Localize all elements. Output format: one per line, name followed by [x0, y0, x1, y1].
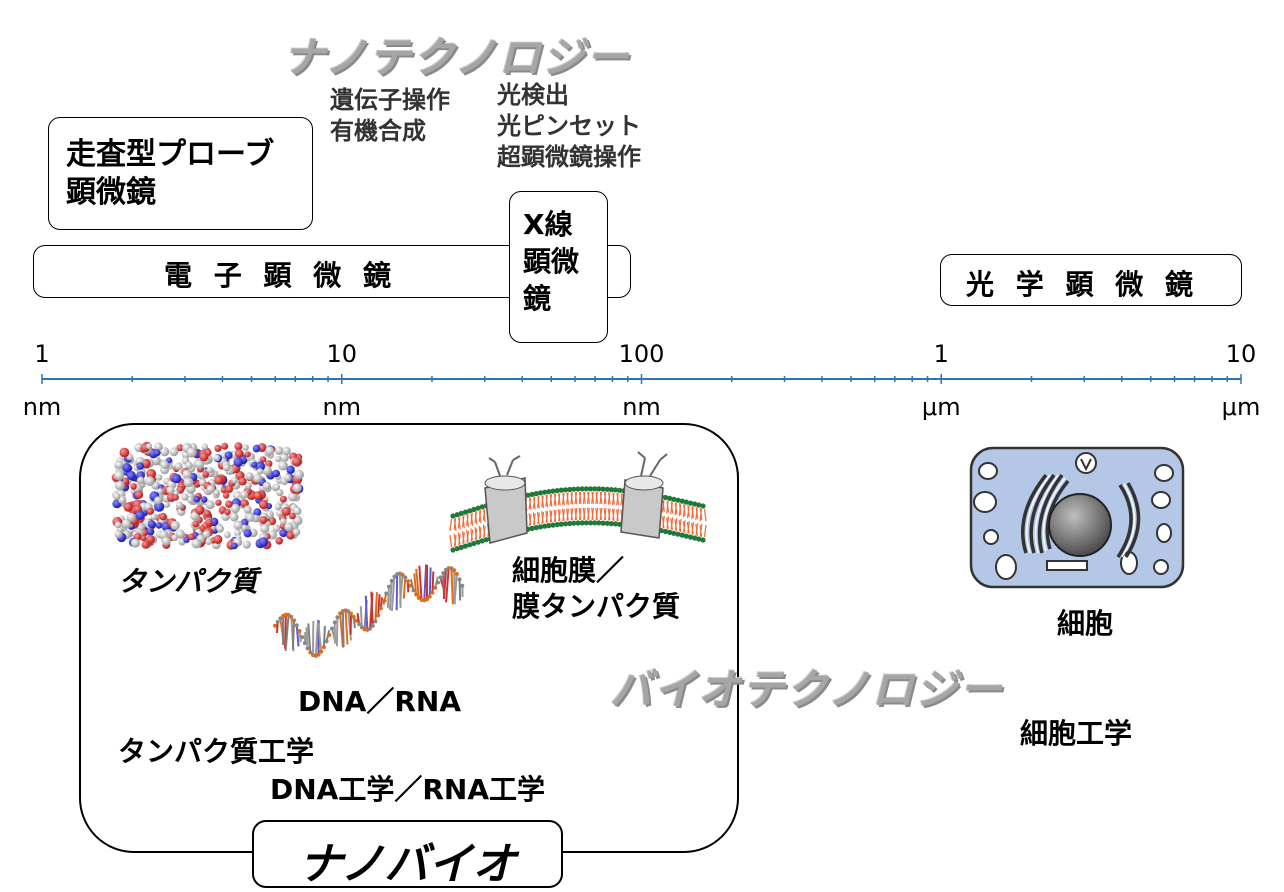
technique-list-genetic: 遺伝子操作 有機合成: [330, 85, 450, 147]
probe-microscope-label: 顕微鏡: [66, 174, 274, 212]
technique-item: 有機合成: [330, 116, 450, 147]
tick-value-label: 10: [302, 342, 382, 366]
probe-microscope-label: 走査型プローブ: [66, 136, 274, 174]
probe-microscope-box: 走査型プローブ 顕微鏡: [48, 117, 313, 230]
protein-structure-image: [108, 440, 308, 552]
nucleus: [1049, 494, 1111, 556]
biotech-title: バイオテクノロジー: [610, 656, 1003, 717]
tick-unit-label: nm: [2, 395, 82, 419]
xray-microscope-label: X線: [523, 206, 579, 243]
tick-unit-label: nm: [302, 395, 382, 419]
membrane-label: 膜タンパク質: [512, 589, 680, 625]
tick-value-label: 1: [2, 342, 82, 366]
tick-unit-label: μm: [1201, 395, 1281, 419]
cell-label: 細胞: [1057, 602, 1113, 642]
membrane-protein-right: [621, 452, 667, 538]
optical-microscope-box: 光 学 顕 微 鏡: [940, 254, 1242, 306]
technique-item: 光検出: [497, 80, 641, 111]
xray-microscope-label: 鏡: [523, 280, 579, 317]
electron-microscope-label: 電 子 顕 微 鏡: [164, 254, 397, 294]
tick-value-label: 10: [1201, 342, 1281, 366]
technique-item: 超顕微鏡操作: [497, 142, 641, 173]
technique-list-optical: 光検出 光ピンセット 超顕微鏡操作: [497, 80, 641, 173]
cell-membrane-image: [445, 448, 710, 560]
protein-label: タンパク質: [118, 560, 258, 600]
xray-microscope-label: 顕微: [523, 243, 579, 280]
tick-value-label: 100: [602, 342, 682, 366]
technique-item: 遺伝子操作: [330, 85, 450, 116]
nanotech-title: ナノテクノロジー: [283, 24, 630, 85]
membrane-label: 細胞膜／: [512, 553, 680, 589]
dna-label: DNA／RNA: [298, 680, 461, 720]
optical-microscope-label: 光 学 顕 微 鏡: [966, 263, 1199, 303]
nanobio-title-box: ナノバイオ: [252, 820, 563, 888]
protein-engineering-label: タンパク質工学: [118, 730, 314, 770]
tick-unit-label: μm: [901, 395, 981, 419]
cell-engineering-label: 細胞工学: [1020, 712, 1132, 752]
dna-structure-image: [270, 555, 470, 670]
technique-item: 光ピンセット: [497, 111, 641, 142]
nanobio-title: ナノバイオ: [254, 828, 561, 892]
tick-unit-label: nm: [602, 395, 682, 419]
cell-diagram: [968, 445, 1186, 590]
membrane-protein-left: [485, 456, 527, 543]
dna-engineering-label: DNA工学／RNA工学: [270, 768, 545, 808]
tick-value-label: 1: [901, 342, 981, 366]
xray-microscope-box: X線 顕微 鏡: [509, 191, 608, 343]
